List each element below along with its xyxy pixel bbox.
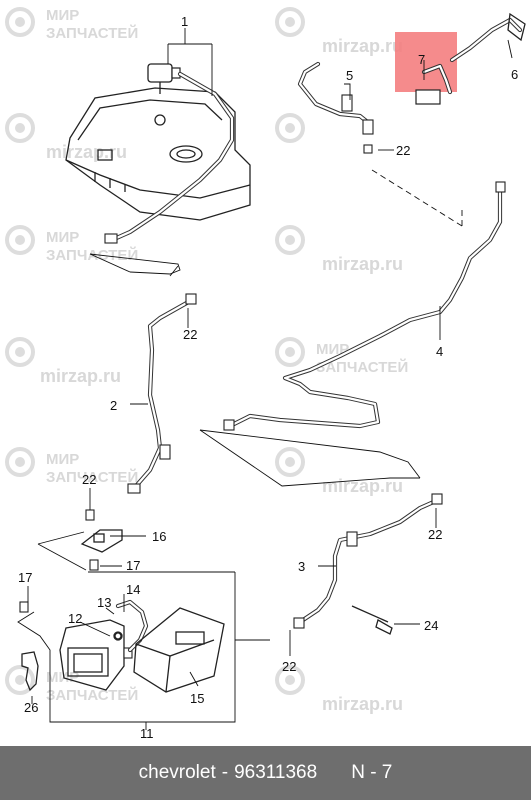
watermark-brand-bottom: ЗАПЧАСТЕЙ xyxy=(46,468,138,486)
fuel-tank xyxy=(65,87,251,221)
callout-17-left: 17 xyxy=(18,570,32,585)
watermark-site: mirzap.ru xyxy=(322,36,403,56)
callout-13: 13 xyxy=(97,595,111,610)
watermark-brand-top: МИР xyxy=(46,7,79,24)
footer-bar: chevrolet - 96311368 N - 7 xyxy=(0,746,531,800)
callout-24: 24 xyxy=(424,618,438,633)
watermark-brand-bottom: ЗАПЧАСТЕЙ xyxy=(46,24,138,42)
watermark-site: mirzap.ru xyxy=(322,476,403,496)
callout-1: 1 xyxy=(181,14,188,29)
callout-15: 15 xyxy=(190,691,204,706)
watermark-brand-top: МИР xyxy=(46,451,79,468)
callout-22-right: 22 xyxy=(428,527,442,542)
watermark-brand-top: МИР xyxy=(46,229,79,246)
callout-3: 3 xyxy=(298,559,305,574)
watermark-site: mirzap.ru xyxy=(322,254,403,274)
filter-box xyxy=(133,607,225,693)
callout-22-bottom: 22 xyxy=(282,659,296,674)
callout-14: 14 xyxy=(126,582,140,597)
footer-diagram-ref: N - 7 xyxy=(351,762,393,783)
canister xyxy=(59,619,133,691)
callout-22-upper-left: 22 xyxy=(183,327,197,342)
watermark-brand-bottom: ЗАПЧАСТЕЙ xyxy=(316,358,408,376)
callout-6: 6 xyxy=(511,67,518,82)
callout-22-left: 22 xyxy=(82,472,96,487)
watermark-brand-top: МИР xyxy=(46,669,79,686)
callout-2: 2 xyxy=(110,398,117,413)
callout-7: 7 xyxy=(418,52,425,67)
callout-4: 4 xyxy=(436,344,443,359)
callout-12: 12 xyxy=(68,611,82,626)
footer-brand: chevrolet xyxy=(138,762,216,783)
callout-16: 16 xyxy=(152,529,166,544)
parts-diagram: МИР ЗАПЧАСТЕЙ mirzap.ru mirzap.ru МИР ЗА… xyxy=(5,7,526,741)
callout-11: 11 xyxy=(140,726,154,741)
callout-22-top: 22 xyxy=(396,143,410,158)
footer-part-number: 96311368 xyxy=(234,762,318,783)
watermark-site: mirzap.ru xyxy=(46,142,127,162)
callout-5: 5 xyxy=(346,68,353,83)
callout-26: 26 xyxy=(24,700,38,715)
watermark-site: mirzap.ru xyxy=(322,694,403,714)
watermark-site: mirzap.ru xyxy=(40,366,121,386)
callout-17-bolt: 17 xyxy=(126,558,140,573)
watermark-brand-bottom: ЗАПЧАСТЕЙ xyxy=(46,686,138,704)
tank-valve xyxy=(147,63,181,126)
footer-separator: - xyxy=(221,762,229,783)
